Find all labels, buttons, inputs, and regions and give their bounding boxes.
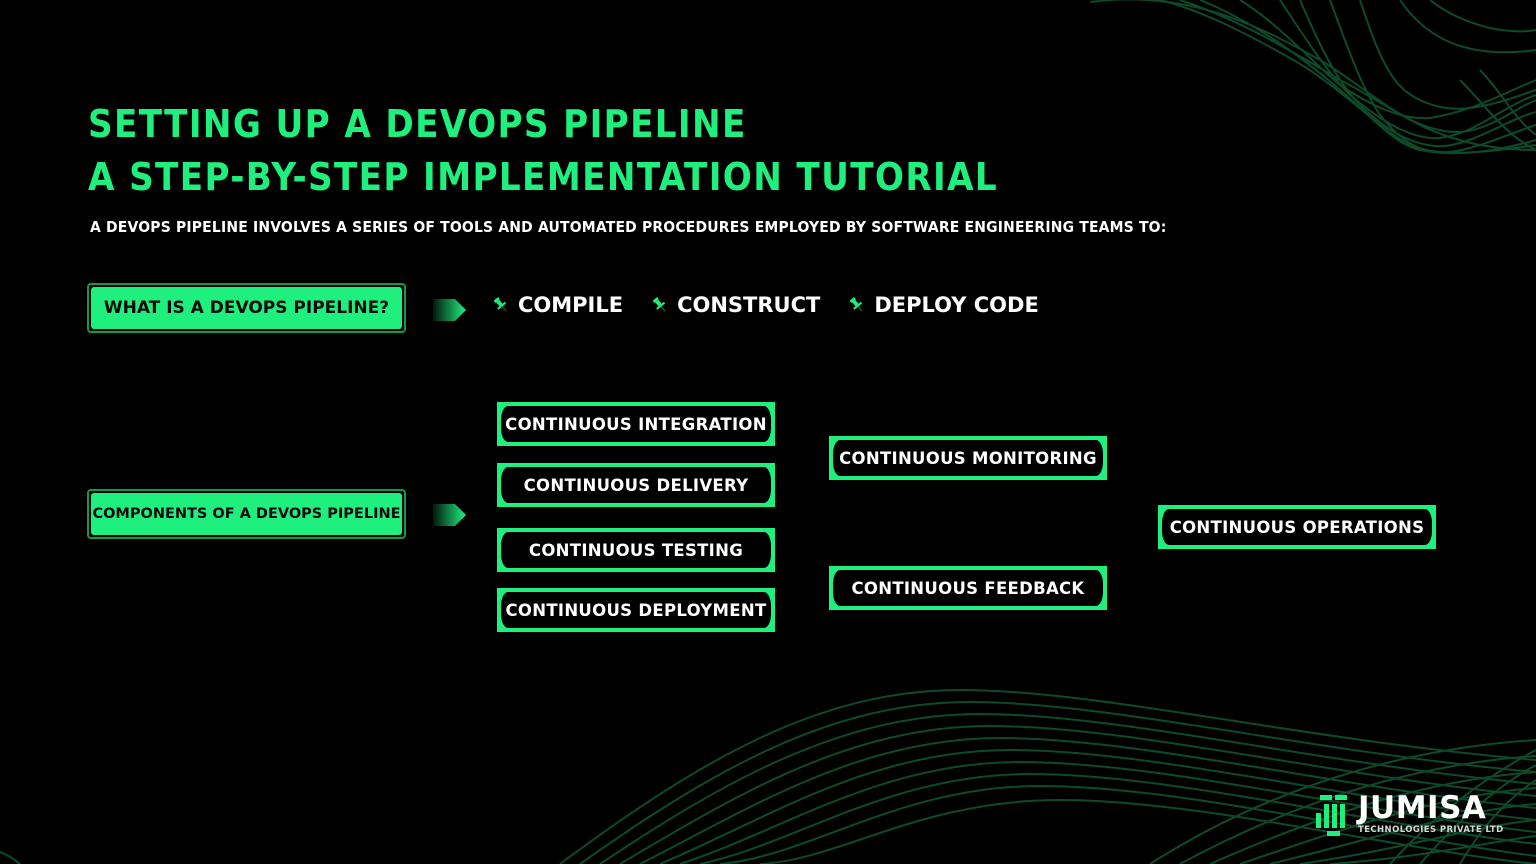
component-label: CONTINUOUS DEPLOYMENT [501, 592, 771, 628]
title-line-1: SETTING UP A DEVOPS PIPELINE [88, 102, 747, 146]
title-line-2: A STEP-BY-STEP IMPLEMENTATION TUTORIAL [88, 155, 999, 199]
bullet-compile: COMPILE [492, 293, 623, 317]
pushpin-icon [653, 297, 666, 312]
component-label: CONTINUOUS FEEDBACK [833, 570, 1103, 606]
component-label: CONTINUOUS INTEGRATION [501, 406, 771, 442]
component-continuous-testing: CONTINUOUS TESTING [497, 528, 775, 572]
logo-tagline: TECHNOLOGIES PRIVATE LTD [1358, 825, 1504, 835]
components-label-text: COMPONENTS OF A DEVOPS PIPELINE [91, 493, 402, 535]
pipeline-purpose-list: COMPILE CONSTRUCT DEPLOY CODE [492, 293, 1039, 317]
subtitle: A DEVOPS PIPELINE INVOLVES A SERIES OF T… [90, 218, 1167, 236]
component-continuous-integration: CONTINUOUS INTEGRATION [497, 402, 775, 446]
jumisa-logo-icon [1316, 795, 1347, 836]
component-continuous-monitoring: CONTINUOUS MONITORING [829, 436, 1107, 480]
components-of-devops-pipeline-label: COMPONENTS OF A DEVOPS PIPELINE [87, 489, 406, 539]
page-title: SETTING UP A DEVOPS PIPELINE A STEP-BY-S… [88, 98, 998, 204]
company-logo: JUMISA TECHNOLOGIES PRIVATE LTD [1314, 793, 1504, 837]
component-label: CONTINUOUS OPERATIONS [1162, 509, 1432, 545]
pushpin-icon [493, 297, 507, 312]
component-continuous-feedback: CONTINUOUS FEEDBACK [829, 566, 1107, 610]
logo-name: JUMISA [1358, 790, 1487, 826]
bullet-construct: CONSTRUCT [651, 293, 820, 317]
component-continuous-operations: CONTINUOUS OPERATIONS [1158, 505, 1436, 549]
component-label: CONTINUOUS TESTING [501, 532, 771, 568]
arrow-right-icon [433, 504, 466, 526]
component-continuous-deployment: CONTINUOUS DEPLOYMENT [497, 588, 775, 632]
bullet-deploy-code: DEPLOY CODE [848, 293, 1039, 317]
component-label: CONTINUOUS DELIVERY [501, 467, 771, 503]
bullet-label: COMPILE [518, 293, 624, 317]
arrow-right-icon [433, 299, 466, 321]
what-is-label-text: WHAT IS A DEVOPS PIPELINE? [91, 287, 402, 329]
bullet-label: CONSTRUCT [677, 293, 821, 317]
what-is-devops-pipeline-label: WHAT IS A DEVOPS PIPELINE? [87, 283, 406, 333]
pushpin-icon [850, 297, 863, 312]
component-continuous-delivery: CONTINUOUS DELIVERY [497, 463, 775, 507]
bullet-label: DEPLOY CODE [874, 293, 1039, 317]
component-label: CONTINUOUS MONITORING [833, 440, 1103, 476]
